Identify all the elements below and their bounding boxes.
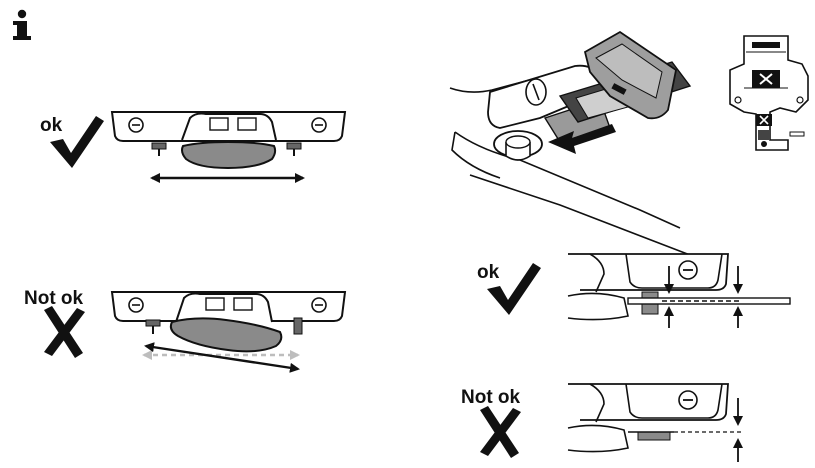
off-center-arrow [144,342,300,373]
bar-profile [181,112,277,141]
measure-arrows [664,266,743,328]
verdict-label-not-ok: Not ok [461,387,521,408]
panel-gauge-flush-ok: ok [477,253,791,328]
gauge-card [729,35,809,151]
clamp-bracket [169,317,283,353]
checkmark-icon [50,116,104,168]
clamp-bracket [181,140,277,170]
verdict-label-not-ok: Not ok [24,288,84,309]
panel-bar-off-center-not-ok: Not ok [24,288,347,373]
verdict-label-ok: ok [477,262,500,283]
pull-direction-arrow [548,124,616,154]
info-icon [13,9,31,40]
cross-icon [480,406,521,458]
panel-gauge-gap-not-ok: Not ok [461,383,744,462]
checkmark-icon [487,263,541,315]
cross-icon [44,306,85,358]
bolt-icon [493,130,543,161]
panel-foot-with-gauge [449,30,692,256]
panel-bar-centered-ok: ok [40,111,347,183]
gauge-rod [627,297,791,305]
verdict-label-ok: ok [40,115,63,136]
